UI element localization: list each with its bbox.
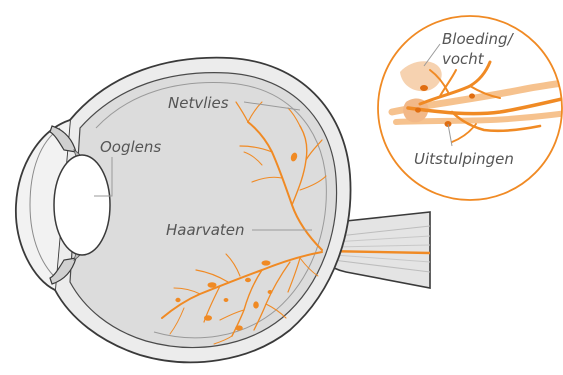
label-ooglens: Ooglens xyxy=(100,138,161,156)
zoom-inset: Bloeding/ vocht Uitstulpingen xyxy=(378,16,563,200)
label-bloeding-line1: Bloeding/ xyxy=(442,30,515,48)
label-bloeding-line2: vocht xyxy=(442,50,485,68)
label-netvlies: Netvlies xyxy=(168,94,229,112)
label-haarvaten: Haarvaten xyxy=(166,221,245,239)
lens xyxy=(54,155,110,255)
label-uitstulpingen: Uitstulpingen xyxy=(414,150,514,168)
